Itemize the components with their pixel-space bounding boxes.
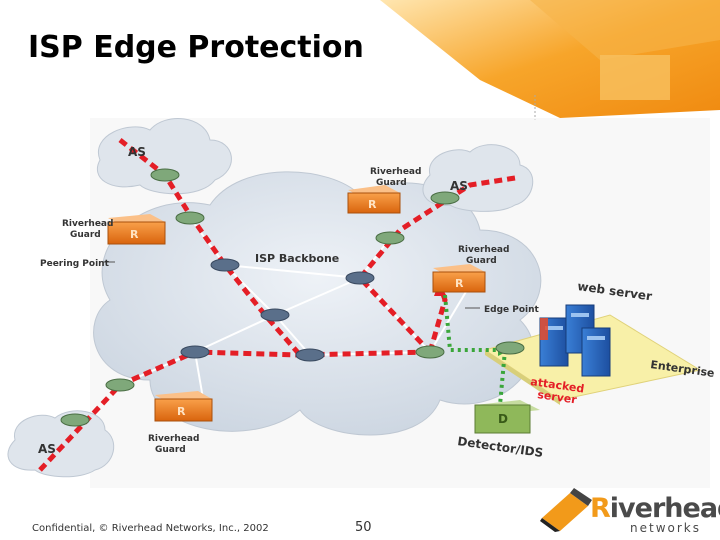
detector-letter: D: [498, 412, 508, 426]
guard-left-label-1: Riverhead: [62, 219, 113, 229]
attacked-label-2: server: [537, 388, 578, 406]
guard-top-label-2: Guard: [376, 178, 407, 188]
as-label-bottom-left: AS: [38, 442, 56, 456]
logo-initial: R: [590, 493, 611, 524]
web-server-rack: [539, 304, 611, 377]
as-label-top-right: AS: [450, 179, 468, 193]
guard-bottom-label-1: Riverhead: [148, 434, 199, 444]
guard-bottom: R: [154, 391, 213, 422]
guard-right: R: [432, 264, 486, 293]
guard-bottom-label-2: Guard: [155, 445, 186, 455]
as-cloud-top-left: [97, 118, 232, 195]
svg-text:R: R: [130, 228, 139, 241]
peering-point-label: Peering Point: [40, 259, 110, 269]
svg-text:R: R: [455, 277, 464, 290]
logo-subtitle: networks: [630, 521, 701, 535]
footer-copyright: Confidential, © Riverhead Networks, Inc.…: [32, 523, 269, 534]
riverhead-logo-mark: [540, 488, 592, 532]
routers: [60, 168, 525, 427]
guard-left: R: [107, 214, 166, 245]
as-cloud-bottom-left: [7, 410, 115, 478]
guard-left-label-2: Guard: [70, 230, 101, 240]
as-label-top-left: AS: [128, 145, 146, 159]
page-number: 50: [355, 520, 372, 535]
detector-box: D: [474, 400, 540, 434]
svg-text:R: R: [368, 198, 377, 211]
clean-path: [443, 294, 507, 406]
guard-top-center: R: [347, 185, 401, 214]
isp-backbone-label: ISP Backbone: [255, 252, 339, 265]
logo-name: iverhead: [609, 493, 720, 524]
riverhead-logo: Riverhead networks: [590, 493, 720, 536]
guard-right-label-2: Guard: [466, 256, 497, 266]
edge-point-label: Edge Point: [484, 305, 540, 315]
slide-title: ISP Edge Protection: [28, 30, 364, 65]
svg-text:R: R: [177, 405, 186, 418]
guard-right-label-1: Riverhead: [458, 245, 509, 255]
guard-top-label-1: Riverhead: [370, 167, 421, 177]
